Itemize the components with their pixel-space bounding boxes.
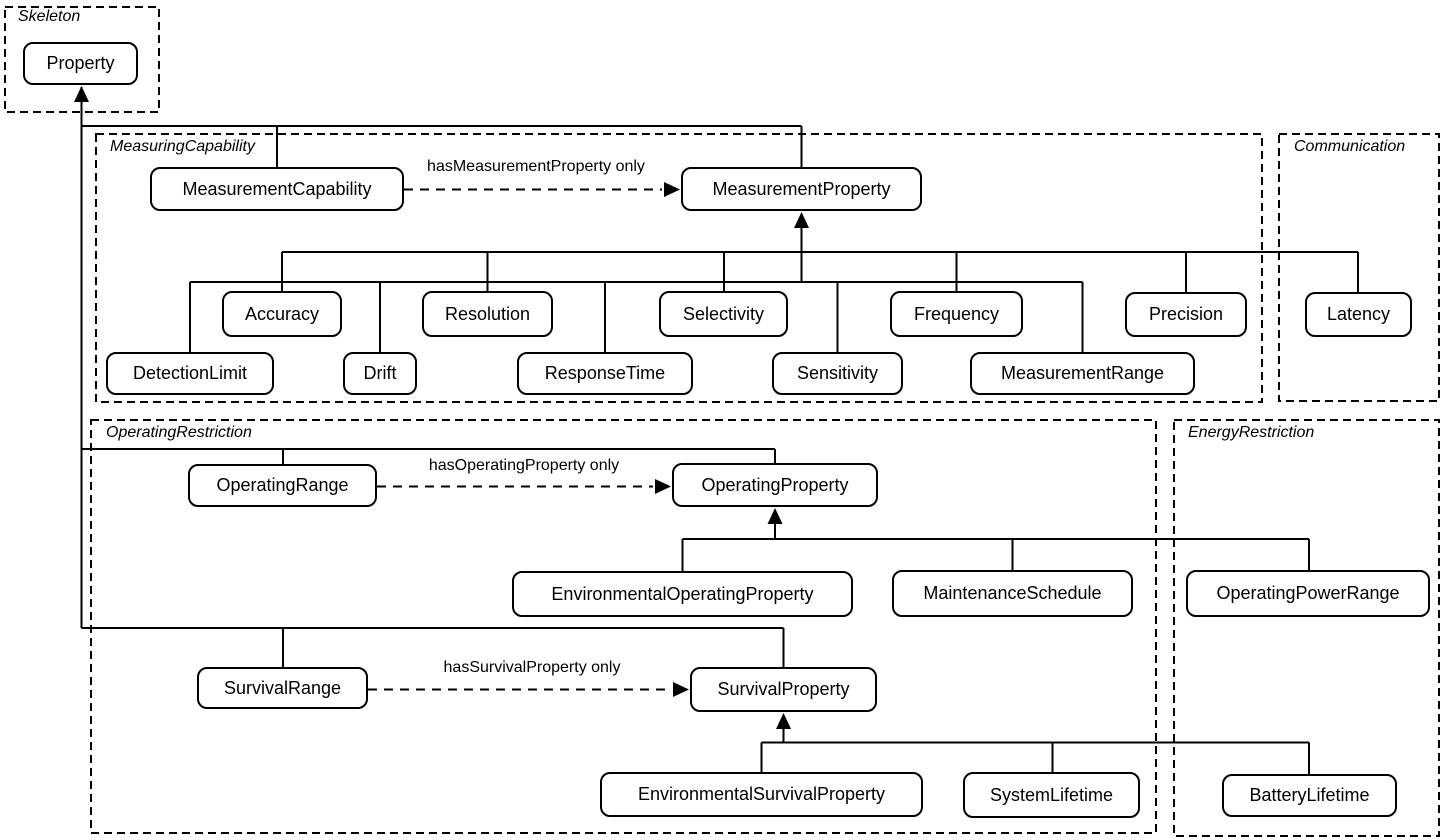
node-environmental-operating-property: EnvironmentalOperatingProperty — [512, 571, 853, 617]
node-drift: Drift — [343, 352, 417, 395]
module-box-measuring-capability — [95, 133, 1263, 403]
arrowhead-to-operating-property — [767, 508, 783, 524]
node-maintenance-schedule: MaintenanceSchedule — [892, 570, 1133, 617]
arrowhead-has-measurement-property — [664, 182, 680, 197]
node-measurement-capability: MeasurementCapability — [150, 167, 404, 211]
node-measurement-range: MeasurementRange — [970, 352, 1195, 395]
node-system-lifetime: SystemLifetime — [963, 772, 1140, 818]
module-label-measuring-capability: MeasuringCapability — [110, 138, 255, 155]
edge-label-has-operating-property: hasOperatingProperty only — [428, 457, 620, 474]
node-accuracy: Accuracy — [222, 291, 342, 337]
node-frequency: Frequency — [890, 291, 1023, 337]
module-label-energy-restriction: EnergyRestriction — [1188, 424, 1315, 441]
node-battery-lifetime: BatteryLifetime — [1222, 774, 1397, 817]
node-detection-limit: DetectionLimit — [106, 352, 274, 395]
module-label-skeleton: Skeleton — [18, 8, 81, 25]
node-operating-property: OperatingProperty — [672, 463, 878, 507]
node-operating-power-range: OperatingPowerRange — [1186, 570, 1430, 617]
node-environmental-survival-property: EnvironmentalSurvivalProperty — [600, 772, 923, 817]
node-latency: Latency — [1305, 292, 1412, 337]
module-box-operating-restriction — [90, 419, 1157, 834]
arrowhead-has-operating-property — [655, 479, 671, 494]
module-box-energy-restriction — [1173, 419, 1440, 837]
node-sensitivity: Sensitivity — [772, 352, 903, 395]
node-survival-range: SurvivalRange — [197, 667, 368, 709]
module-label-operating-restriction: OperatingRestriction — [106, 424, 252, 441]
edge-subclass-property-trunk — [80, 87, 803, 667]
edge-subclass-measurement-property-bus — [189, 227, 1359, 352]
arrowhead-has-survival-property — [673, 682, 689, 697]
node-survival-property: SurvivalProperty — [690, 667, 877, 712]
arrowhead-to-survival-property — [776, 713, 791, 729]
edge-subclass-survival-property-bus — [760, 728, 1310, 774]
edge-subclass-operating-property-bus — [681, 523, 1310, 571]
node-property: Property — [23, 42, 138, 85]
arrowhead-to-property — [74, 86, 89, 102]
node-operating-range: OperatingRange — [188, 464, 377, 507]
arrowhead-to-measurement-property — [794, 212, 809, 228]
edge-label-has-survival-property: hasSurvivalProperty only — [443, 659, 621, 676]
module-label-communication: Communication — [1294, 138, 1406, 155]
node-resolution: Resolution — [422, 291, 553, 337]
node-selectivity: Selectivity — [659, 291, 788, 337]
node-measurement-property: MeasurementProperty — [681, 167, 922, 211]
module-box-communication — [1278, 133, 1440, 402]
node-precision: Precision — [1125, 292, 1247, 337]
edge-label-has-measurement-property: hasMeasurementProperty only — [427, 158, 645, 175]
node-response-time: ResponseTime — [517, 352, 693, 395]
